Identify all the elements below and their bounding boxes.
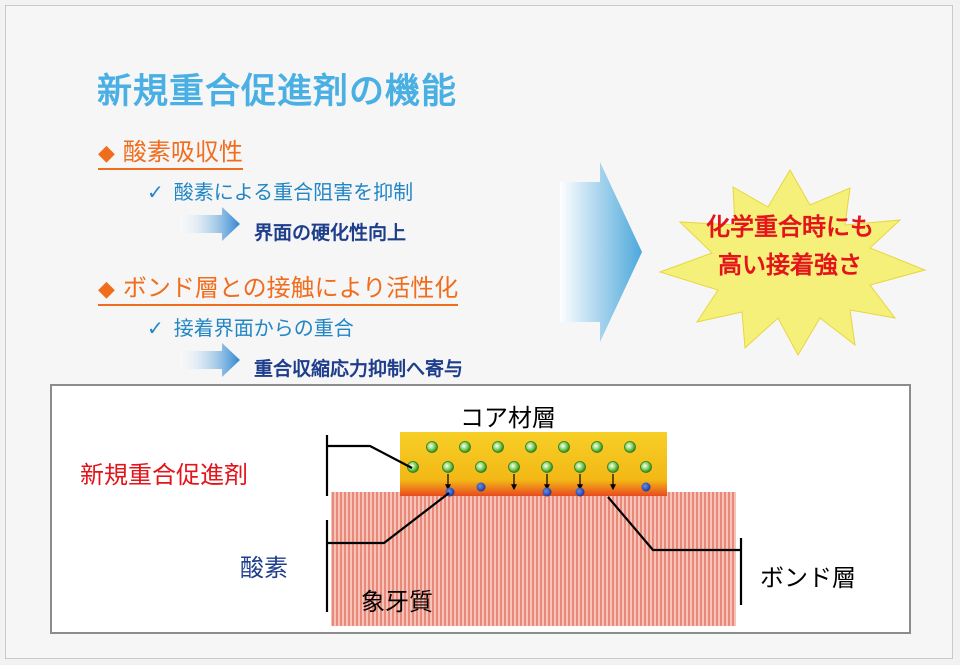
starburst-shape <box>658 169 927 357</box>
conclusion-line-2: 高い接着強さ <box>718 251 862 279</box>
section-heading-activation: ◆ ボンド層との接触により活性化 <box>98 268 459 306</box>
result-arrow-2 <box>180 343 240 377</box>
diamond-bullet-icon: ◆ <box>98 141 115 166</box>
conclusion-line-1: 化学重合時にも <box>706 213 874 241</box>
result-arrow-1 <box>180 207 240 241</box>
accelerator-particles <box>407 441 652 473</box>
heading-text: 酸素吸収性 <box>122 138 243 166</box>
leader-lines <box>325 435 743 612</box>
detail-line-2: ✓ 接着界面からの重合 <box>147 312 354 341</box>
result-text-2: 重合収縮応力抑制へ寄与 <box>254 358 464 380</box>
oxygen-label: 酸素 <box>240 554 288 582</box>
core-layer-block <box>400 432 667 496</box>
heading-text: ボンド層との接触により活性化 <box>122 274 459 302</box>
dentin-label: 象牙質 <box>361 588 433 616</box>
conclusion-text: 化学重合時にも 高い接着強さ <box>660 208 920 284</box>
detail-line-1: ✓ 酸素による重合阻害を抑制 <box>147 176 413 205</box>
detail-text: 接着界面からの重合 <box>173 316 354 340</box>
slide-title: 新規重合促進剤の機能 <box>97 72 458 112</box>
section-heading-oxygen-absorption: ◆ 酸素吸収性 <box>98 132 243 170</box>
diffusion-arrows <box>445 474 616 491</box>
big-arrow <box>560 162 642 342</box>
dentin-block <box>331 492 736 626</box>
checkmark-icon: ✓ <box>147 180 164 204</box>
result-text-1: 界面の硬化性向上 <box>254 222 407 244</box>
detail-text: 酸素による重合阻害を抑制 <box>173 180 414 204</box>
checkmark-icon: ✓ <box>147 316 164 340</box>
core-layer-label: コア材層 <box>460 404 556 432</box>
accelerator-label: 新規重合促進剤 <box>80 461 248 489</box>
bond-layer-label: ボンド層 <box>760 564 856 592</box>
diamond-bullet-icon: ◆ <box>98 277 115 302</box>
